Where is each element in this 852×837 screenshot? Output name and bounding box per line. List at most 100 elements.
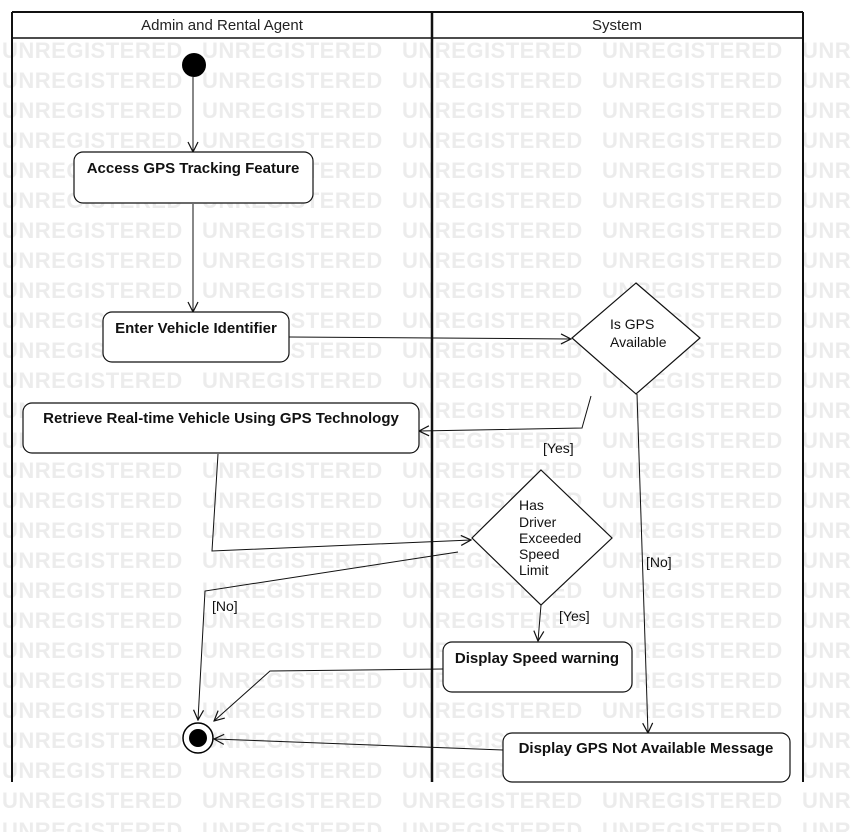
watermark-text: UNREGISTERED (602, 158, 783, 183)
watermark-text: UNREGISTERED (2, 218, 183, 243)
watermark-text: UNREGISTERED (402, 98, 583, 123)
watermark-text: UNREGISTERED (402, 818, 583, 832)
watermark-text: UNREGISTERED (602, 548, 783, 573)
watermark-text: UNREGISTERED (602, 428, 783, 453)
watermark-text: UNREGISTERED (802, 38, 852, 63)
watermark-text: UNREGISTERED (202, 518, 383, 543)
watermark-text: UNREGISTERED (802, 758, 852, 783)
decision-label-line: Has (519, 497, 544, 513)
watermark-text: UNREGISTERED (602, 128, 783, 153)
watermark-text: UNREGISTERED (602, 38, 783, 63)
watermark-text: UNREGISTERED (402, 278, 583, 303)
action-access-gps: Access GPS Tracking Feature (73, 151, 314, 204)
watermark-text: UNREGISTERED (2, 38, 183, 63)
watermark-text: UNREGISTERED (802, 128, 852, 153)
guard-speed-no: [No] (212, 598, 238, 614)
watermark-text: UNREGISTERED (802, 68, 852, 93)
watermark-text: UNREGISTERED (802, 608, 852, 633)
action-retrieve-vehicle: Retrieve Real-time Vehicle Using GPS Tec… (22, 402, 420, 454)
watermark-text: UNREGISTERED (202, 638, 383, 663)
watermark-text: UNREGISTERED (802, 338, 852, 363)
watermark-text: UNREGISTERED (602, 218, 783, 243)
watermark-text: UNREGISTERED (602, 68, 783, 93)
guard-speed-yes: [Yes] (559, 608, 590, 624)
watermark-text: UNREGISTERED (2, 668, 183, 693)
decision-gps-available: Is GPS Available (571, 282, 701, 395)
watermark-text: UNREGISTERED (202, 758, 383, 783)
watermark-text: UNREGISTERED (2, 368, 183, 393)
action-label: Display Speed warning (455, 650, 619, 667)
watermark-text: UNREGISTERED (402, 458, 583, 483)
watermark-text: UNREGISTERED (602, 818, 783, 832)
watermark-text: UNREGISTERED (2, 758, 183, 783)
watermark-text: UNREGISTERED (802, 308, 852, 333)
watermark-text: UNREGISTERED (402, 248, 583, 273)
action-label: Display GPS Not Available Message (519, 740, 774, 757)
watermark-text: UNREGISTERED (2, 548, 183, 573)
watermark-text: UNREGISTERED (402, 698, 583, 723)
watermark-text: UNREGISTERED (402, 68, 583, 93)
watermark-text: UNREGISTERED (202, 98, 383, 123)
watermark-text: UNREGISTERED (202, 128, 383, 153)
watermark-text: UNREGISTERED (602, 518, 783, 543)
edge-retrieve-to-speed-decision (211, 453, 471, 552)
watermark-text: UNREGISTERED (202, 458, 383, 483)
guard-gps-no: [No] (646, 554, 672, 570)
watermark-text: UNREGISTERED (202, 278, 383, 303)
watermark-text: UNREGISTERED (802, 578, 852, 603)
initial-node (182, 53, 206, 77)
edge-enter-to-gps-decision (288, 337, 571, 339)
watermark-text: UNREGISTERED (802, 188, 852, 213)
edge-warning-to-end (214, 668, 444, 721)
watermark-text: UNREGISTERED (202, 68, 383, 93)
watermark-text: UNREGISTERED (602, 248, 783, 273)
action-enter-vehicle-id: Enter Vehicle Identifier (102, 311, 290, 363)
watermark-text: UNREGISTERED (202, 218, 383, 243)
watermark-text: UNREGISTERED (402, 398, 583, 423)
watermark-text: UNREGISTERED (2, 278, 183, 303)
watermark-text: UNREGISTERED (602, 488, 783, 513)
watermark-text: UNREGISTERED (202, 818, 383, 832)
watermark-text: UNREGISTERED (402, 788, 583, 813)
lane-title-system: System (592, 17, 642, 34)
watermark-text: UNREGISTERED (202, 488, 383, 513)
edge-gps-yes-to-retrieve (419, 395, 592, 431)
watermark-text: UNREGISTERED (602, 398, 783, 423)
watermark-text: UNREGISTERED (202, 698, 383, 723)
watermark-text: UNREGISTERED (202, 578, 383, 603)
watermark-text: UNREGISTERED (802, 368, 852, 393)
watermark-text: UNREGISTERED (202, 248, 383, 273)
watermark-text: UNREGISTERED (202, 38, 383, 63)
action-label: Access GPS Tracking Feature (87, 160, 300, 177)
lane-title-admin: Admin and Rental Agent (141, 17, 304, 34)
watermark-text: UNREGISTERED (2, 458, 183, 483)
watermark-text: UNREGISTERED (802, 158, 852, 183)
watermark-text: UNREGISTERED (2, 788, 183, 813)
watermark-text: UNREGISTERED (2, 68, 183, 93)
decision-label-line: Driver (519, 514, 557, 530)
watermark-text: UNREGISTERED (202, 548, 383, 573)
watermark-text: UNREGISTERED (402, 338, 583, 363)
watermark-text: UNREGISTERED (402, 128, 583, 153)
watermark-text: UNREGISTERED (2, 698, 183, 723)
watermark-text: UNREGISTERED (2, 638, 183, 663)
watermark-text: UNREGISTERED (402, 308, 583, 333)
watermark-text: UNREGISTERED (2, 98, 183, 123)
edges (193, 77, 648, 751)
final-node (182, 722, 214, 754)
watermark-text: UNREGISTERED (2, 608, 183, 633)
edge-gps-no-to-message (636, 393, 648, 733)
watermark-text: UNREGISTERED (802, 518, 852, 543)
watermark-text: UNREGISTERED (802, 488, 852, 513)
action-label: Retrieve Real-time Vehicle Using GPS Tec… (43, 410, 399, 427)
edge-speed-yes-to-warning (538, 604, 541, 641)
watermark-text: UNREGISTERED (802, 788, 852, 813)
watermark-text: UNREGISTERED (802, 698, 852, 723)
watermark-text: UNREGISTERED (402, 188, 583, 213)
watermark-text: UNREGISTERED (802, 458, 852, 483)
watermark-text: UNREGISTERED (202, 368, 383, 393)
action-display-speed-warning: Display Speed warning (442, 641, 633, 693)
watermark-text: UNREGISTERED (402, 38, 583, 63)
watermark-text: UNREGISTERED (602, 788, 783, 813)
